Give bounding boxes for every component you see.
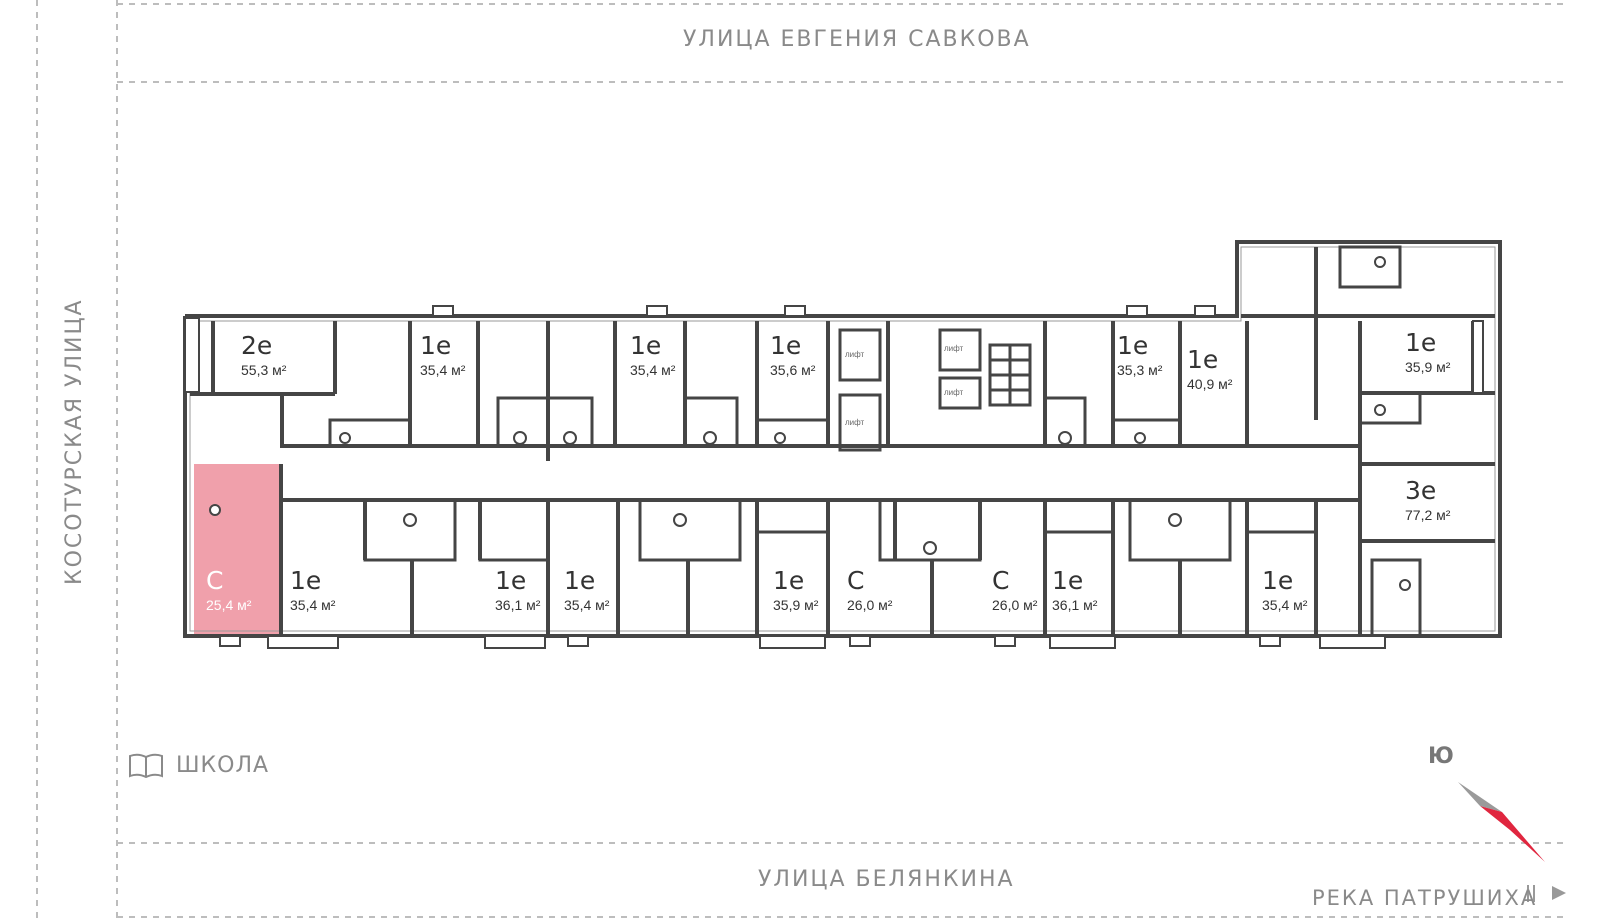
apartment-label[interactable]: 1е 35,4 м²	[290, 568, 335, 614]
apartment-label[interactable]: С 26,0 м²	[847, 568, 892, 614]
apartment-area: 77,2 м²	[1405, 507, 1451, 523]
apartment-label[interactable]: 1е 36,1 м²	[495, 568, 540, 614]
apartment-type: 1е	[495, 566, 527, 595]
bathroom-blocks	[328, 245, 1422, 638]
apartment-label-selected[interactable]: С 25,4 м²	[206, 568, 251, 614]
apartment-type: 3е	[1405, 476, 1437, 505]
apartment-area: 36,1 м²	[495, 597, 541, 613]
apartment-type: 1е	[1187, 345, 1219, 374]
site-boundaries	[36, 0, 1565, 920]
apartment-type: С	[847, 566, 865, 595]
apartment-area: 35,9 м²	[1405, 359, 1451, 375]
apartment-label[interactable]: 1е 35,9 м²	[773, 568, 818, 614]
book-icon	[129, 753, 163, 778]
apartment-area: 35,4 м²	[564, 597, 610, 613]
apartment-area: 35,4 м²	[420, 362, 466, 378]
apartment-area: 35,9 м²	[773, 597, 819, 613]
apartment-label[interactable]: 1е 40,9 м²	[1187, 347, 1232, 393]
apartment-type: 1е	[770, 331, 802, 360]
apartment-type: 1е	[1052, 566, 1084, 595]
apartment-area: 35,4 м²	[290, 597, 336, 613]
apartment-label[interactable]: 2е 55,3 м²	[241, 333, 286, 379]
compass-arrow	[1458, 782, 1545, 862]
arrow-right-icon	[1552, 886, 1566, 900]
lift-label: лифт	[845, 418, 865, 427]
apartment-type: 1е	[420, 331, 452, 360]
apartment-type: 1е	[1405, 328, 1437, 357]
street-label-bottom: УЛИЦА БЕЛЯНКИНА	[758, 867, 1015, 892]
plumbing-fixtures	[209, 256, 1411, 591]
apartment-area: 25,4 м²	[206, 597, 252, 613]
apartment-area: 26,0 м²	[847, 597, 893, 613]
apartment-area: 36,1 м²	[1052, 597, 1098, 613]
apartment-label[interactable]: 1е 35,6 м²	[770, 333, 815, 379]
lift-label: лифт	[944, 388, 964, 397]
apartment-label[interactable]: 1е 36,1 м²	[1052, 568, 1097, 614]
school-marker: ШКОЛА	[128, 752, 269, 778]
apartment-label[interactable]: С 26,0 м²	[992, 568, 1037, 614]
apartment-area: 35,4 м²	[630, 362, 676, 378]
apartment-label[interactable]: 1е 35,4 м²	[630, 333, 675, 379]
apartment-area: 40,9 м²	[1187, 376, 1233, 392]
apartment-type: С	[992, 566, 1010, 595]
building-outline-inner	[189, 246, 1496, 632]
apartment-area: 55,3 м²	[241, 362, 287, 378]
street-label-top: УЛИЦА ЕВГЕНИЯ САВКОВА	[683, 27, 1031, 52]
apartment-label[interactable]: 1е 35,4 м²	[420, 333, 465, 379]
apartment-label[interactable]: 1е 35,4 м²	[1262, 568, 1307, 614]
selected-apartment-fill[interactable]	[194, 464, 281, 634]
apartment-type: С	[206, 566, 224, 595]
apartment-type: 1е	[1117, 331, 1149, 360]
corridor-walls	[280, 444, 1360, 502]
apartment-area: 26,0 м²	[992, 597, 1038, 613]
apartment-type: 1е	[290, 566, 322, 595]
building-outline	[183, 240, 1502, 638]
apartment-label[interactable]: 1е 35,4 м²	[564, 568, 609, 614]
apartment-area: 35,4 м²	[1262, 597, 1308, 613]
lift-label: лифт	[845, 350, 865, 359]
river-marker-icon	[1527, 885, 1535, 902]
apartment-area: 35,6 м²	[770, 362, 816, 378]
apartment-type: 1е	[630, 331, 662, 360]
apartment-type: 1е	[1262, 566, 1294, 595]
apartment-type: 2е	[241, 331, 273, 360]
apartment-label[interactable]: 1е 35,9 м²	[1405, 330, 1450, 376]
building-core	[838, 328, 1032, 452]
partition-walls-top	[190, 247, 1495, 636]
street-label-river: РЕКА ПАТРУШИХА	[1312, 886, 1538, 910]
lift-label: лифт	[944, 344, 964, 353]
apartment-label[interactable]: 1е 35,3 м²	[1117, 333, 1162, 379]
street-label-left: КОСОТУРСКАЯ УЛИЦА	[62, 298, 87, 585]
apartment-type: 1е	[773, 566, 805, 595]
apartment-area: 35,3 м²	[1117, 362, 1163, 378]
apartment-label[interactable]: 3е 77,2 м²	[1405, 478, 1450, 524]
apartment-type: 1е	[564, 566, 596, 595]
school-label: ШКОЛА	[176, 752, 270, 778]
compass-label: Ю	[1428, 744, 1454, 769]
balconies	[184, 305, 1484, 649]
